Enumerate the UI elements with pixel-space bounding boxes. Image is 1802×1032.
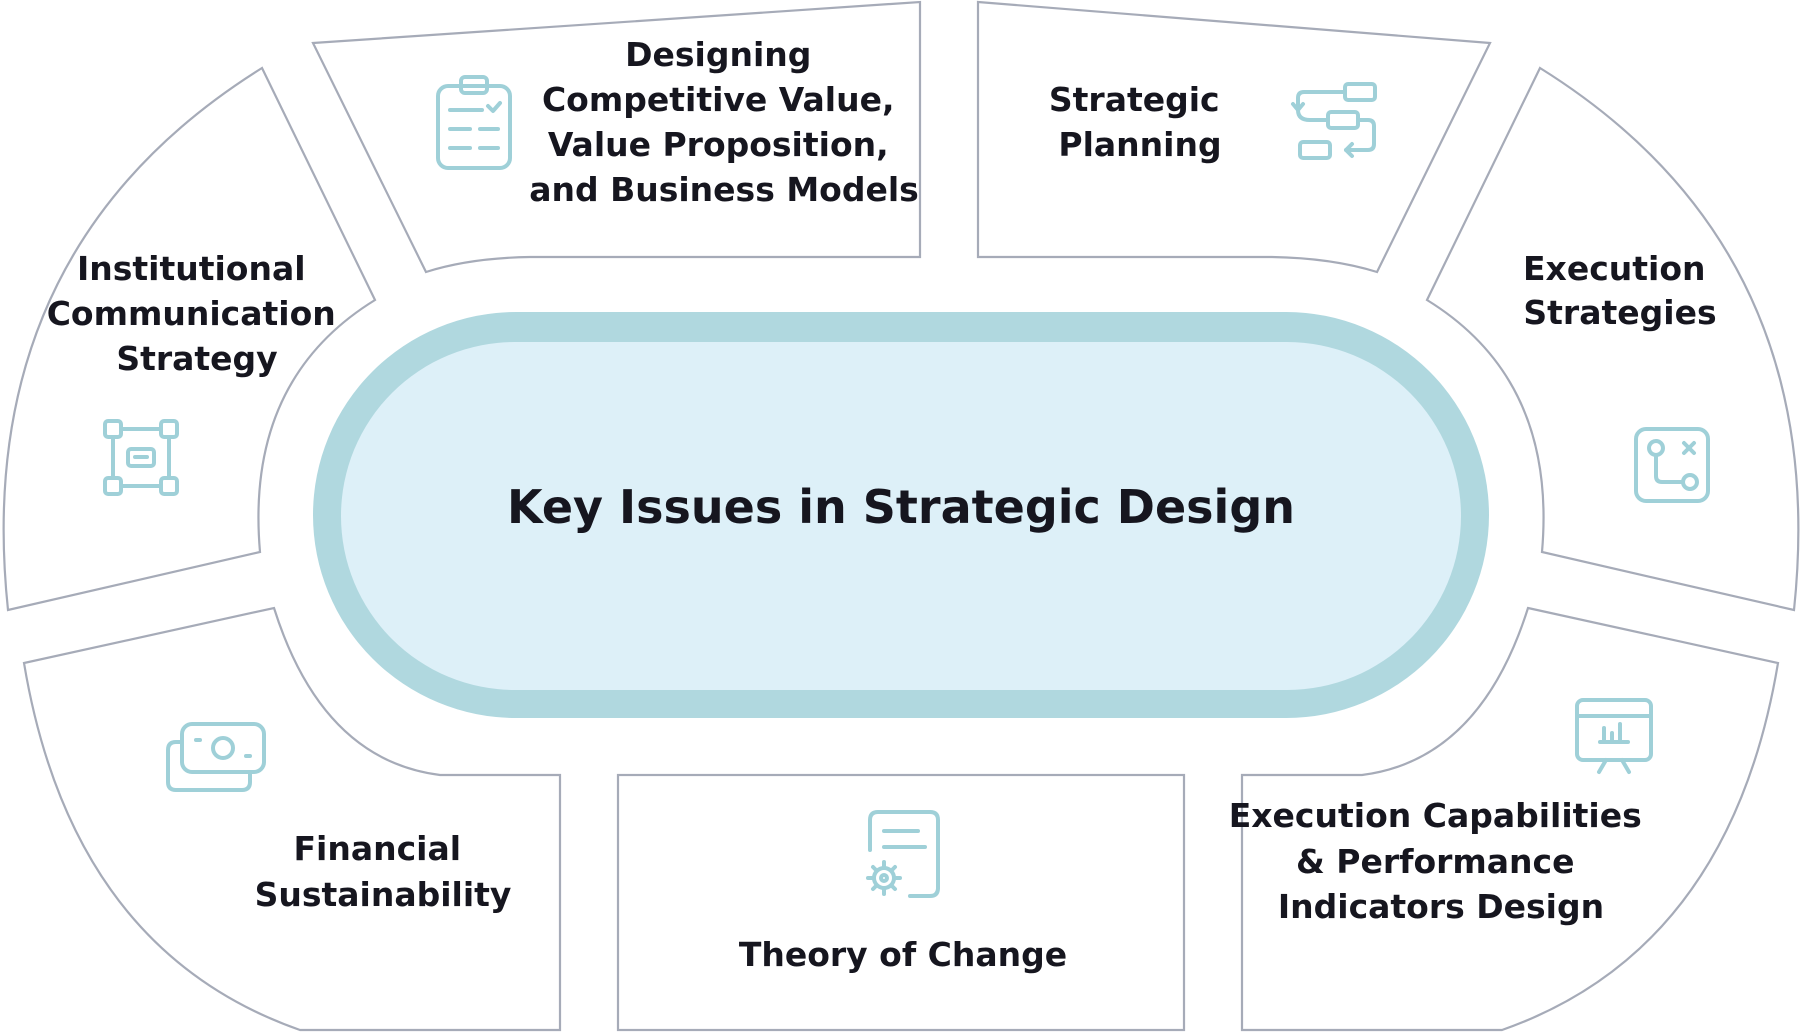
label-execution-strategies: Execution Strategies — [1523, 249, 1717, 332]
center-title: Key Issues in Strategic Design — [507, 480, 1295, 534]
label-theory-of-change: Theory of Change — [739, 935, 1067, 974]
label-competitive-value: Designing Competitive Value, Value Propo… — [529, 35, 919, 209]
segment-execution-strategies — [1425, 66, 1800, 612]
network-nodes-icon — [103, 419, 179, 496]
segment-execution-capabilities — [1240, 606, 1780, 1032]
route-path-icon — [1634, 427, 1710, 503]
planning-flow-icon — [1291, 82, 1377, 160]
label-financial-sustainability: Financial Sustainability — [255, 829, 512, 914]
label-institutional-communication: Institutional Communication Strategy — [47, 249, 348, 378]
segment-strategic-planning — [976, 0, 1492, 274]
clipboard-checklist-icon — [436, 75, 512, 170]
segment-theory-of-change — [616, 773, 1186, 1032]
segment-financial-sustainability — [22, 606, 562, 1032]
label-strategic-planning: Strategic Planning — [1049, 80, 1231, 164]
center-pill — [341, 342, 1461, 690]
presentation-chart-icon — [1575, 698, 1653, 774]
segment-institutional-communication — [2, 66, 377, 612]
label-execution-capabilities: Execution Capabilities & Performance Ind… — [1229, 796, 1654, 926]
segment-competitive-value — [311, 0, 922, 274]
money-bills-icon — [166, 722, 266, 792]
document-gear-icon — [866, 810, 940, 898]
